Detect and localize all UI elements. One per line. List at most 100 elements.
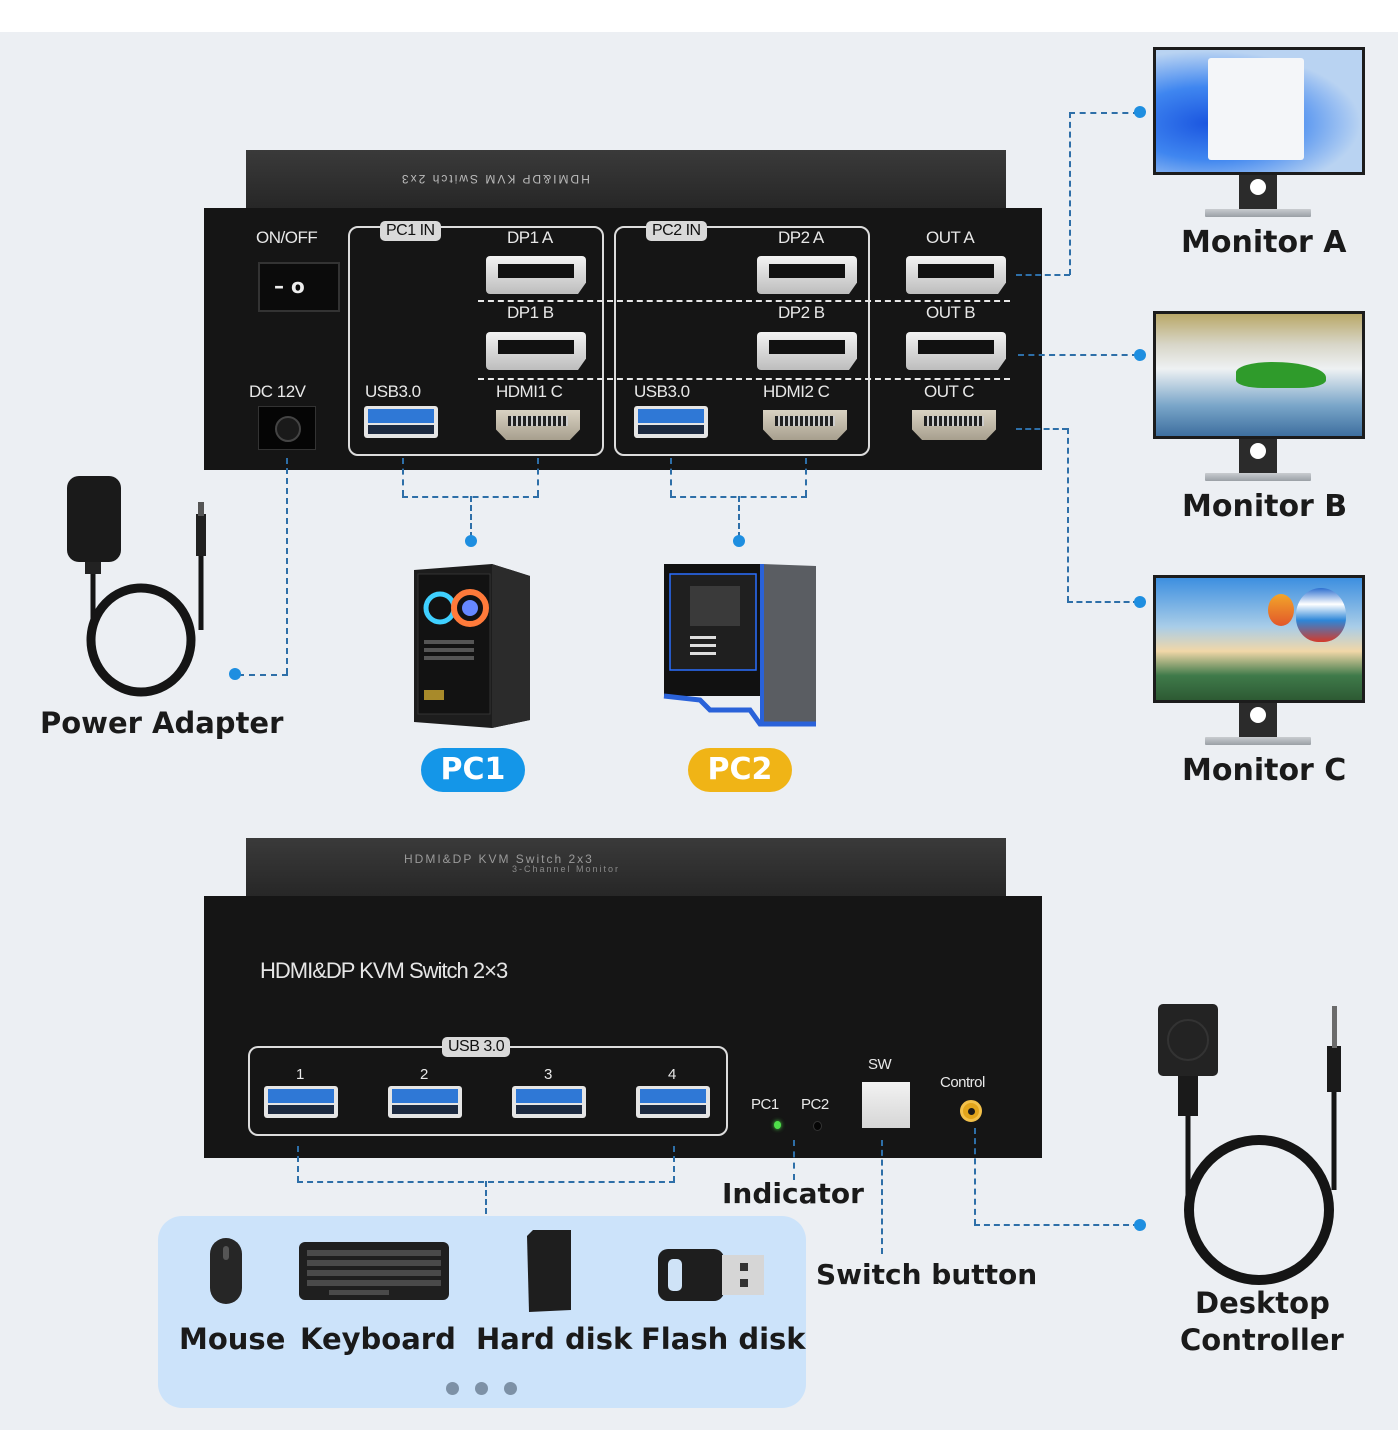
connector-line — [537, 458, 539, 496]
switch-button-caption: Switch button — [816, 1258, 1038, 1291]
monitor-b-caption: Monitor B — [1182, 489, 1348, 524]
pc1-usb-port[interactable] — [364, 406, 438, 438]
dp2a-port[interactable] — [757, 256, 857, 294]
monitor-b-screen — [1153, 311, 1365, 439]
connector-line — [1069, 112, 1071, 275]
control-jack[interactable] — [960, 1100, 982, 1122]
monitor-c-screen — [1153, 575, 1365, 703]
connector-line — [738, 496, 740, 538]
dp1a-label: DP1 A — [507, 228, 553, 247]
hdmi1c-port[interactable] — [496, 410, 580, 440]
start-menu — [1208, 58, 1304, 160]
monitor-c-caption: Monitor C — [1182, 753, 1347, 788]
monitor-a-caption: Monitor A — [1181, 225, 1347, 260]
monitor-b-stand — [1239, 439, 1277, 475]
connector-line — [238, 674, 288, 676]
power-switch-glyph: – o — [274, 274, 305, 298]
monitor-a-base — [1205, 209, 1311, 217]
monitor-a-stand — [1239, 175, 1277, 211]
usb-hub-tag: USB 3.0 — [442, 1037, 511, 1057]
outa-port[interactable] — [906, 256, 1006, 294]
connector-line — [974, 1224, 1139, 1226]
pc2-in-group — [614, 226, 870, 456]
connector-line — [881, 1140, 883, 1254]
connector-dot — [229, 668, 241, 680]
outc-port[interactable] — [912, 410, 996, 440]
jetski-image — [1236, 362, 1326, 388]
peripheral-label-hard-disk: Hard disk — [476, 1322, 633, 1356]
connector-dot — [1134, 106, 1146, 118]
connector-line — [1016, 274, 1070, 276]
connector-line — [402, 458, 404, 496]
usb-port-2-label: 2 — [420, 1066, 428, 1083]
peripheral-label-flash-disk: Flash disk — [641, 1322, 806, 1356]
row-divider-2 — [478, 378, 1010, 380]
dp1b-port[interactable] — [486, 332, 586, 370]
usb-port-2[interactable] — [388, 1086, 462, 1118]
connector-line — [286, 458, 288, 674]
connector-line — [485, 1181, 487, 1223]
indicator-pc2-led — [813, 1121, 822, 1131]
pc2-usb-port[interactable] — [634, 406, 708, 438]
more-dot — [475, 1382, 488, 1395]
indicator-pc1-label: PC1 — [751, 1096, 779, 1113]
keyboard-icon — [299, 1242, 449, 1300]
dp2b-port[interactable] — [757, 332, 857, 370]
dc-label: DC 12V — [249, 382, 306, 401]
connector-dot — [1134, 596, 1146, 608]
usb-port-3[interactable] — [512, 1086, 586, 1118]
usb-port-4[interactable] — [636, 1086, 710, 1118]
connector-dot — [1134, 1219, 1146, 1231]
front-title: HDMI&DP KVM Switch 2×3 — [260, 958, 508, 983]
connector-dot — [1134, 349, 1146, 361]
connector-line — [470, 496, 472, 538]
power-adapter-icon — [67, 476, 206, 697]
outb-port[interactable] — [906, 332, 1006, 370]
pc2-usb-label: USB3.0 — [634, 382, 690, 401]
desktop-controller-caption-1: Desktop — [1195, 1286, 1330, 1320]
dp2a-label: DP2 A — [778, 228, 824, 247]
peripheral-label-keyboard: Keyboard — [300, 1322, 456, 1356]
connector-line — [297, 1146, 299, 1182]
pc1-tower-icon — [414, 564, 530, 728]
desktop-controller-caption-2: Controller — [1180, 1323, 1344, 1357]
monitor-c-base — [1205, 737, 1311, 745]
dp2b-label: DP2 B — [778, 303, 825, 322]
usb-port-1[interactable] — [264, 1086, 338, 1118]
peripheral-panel — [158, 1216, 806, 1408]
more-dot — [446, 1382, 459, 1395]
balloon-large — [1296, 588, 1346, 642]
hdmi2c-port[interactable] — [763, 410, 847, 440]
switch-button[interactable] — [862, 1082, 910, 1128]
connector-line — [805, 458, 807, 496]
desktop-controller-icon — [1158, 1004, 1341, 1285]
outb-label: OUT B — [926, 303, 976, 322]
monitor-c-stand — [1239, 703, 1277, 739]
rear-device-face — [204, 208, 1042, 470]
dp1a-port[interactable] — [486, 256, 586, 294]
power-switch[interactable]: – o — [258, 262, 340, 312]
dc-jack-hole — [275, 416, 301, 442]
power-switch-label: ON/OFF — [256, 228, 318, 247]
connector-line — [670, 458, 672, 496]
connector-line — [974, 1128, 976, 1225]
indicator-pc1-led — [774, 1121, 781, 1129]
front-top-print: HDMI&DP KVM Switch 2x3 — [404, 852, 594, 866]
connector-line — [1067, 601, 1139, 603]
switch-button-label: SW — [868, 1056, 892, 1073]
connector-dot — [465, 535, 477, 547]
rear-top-print: HDMI&DP KVM Switch 2x3 — [400, 172, 590, 186]
balloon-small — [1268, 594, 1294, 626]
outc-label: OUT C — [924, 382, 975, 401]
pc2-in-tag: PC2 IN — [646, 221, 707, 241]
usb-port-1-label: 1 — [296, 1066, 304, 1083]
row-divider-1 — [478, 300, 1010, 302]
front-device-top — [246, 838, 1006, 898]
pc1-in-tag: PC1 IN — [380, 221, 441, 241]
monitor-b-base — [1205, 473, 1311, 481]
pc1-badge: PC1 — [421, 748, 525, 792]
connector-line — [1018, 354, 1138, 356]
power-adapter-caption: Power Adapter — [40, 706, 284, 740]
pc2-badge: PC2 — [688, 748, 792, 792]
outa-label: OUT A — [926, 228, 975, 247]
